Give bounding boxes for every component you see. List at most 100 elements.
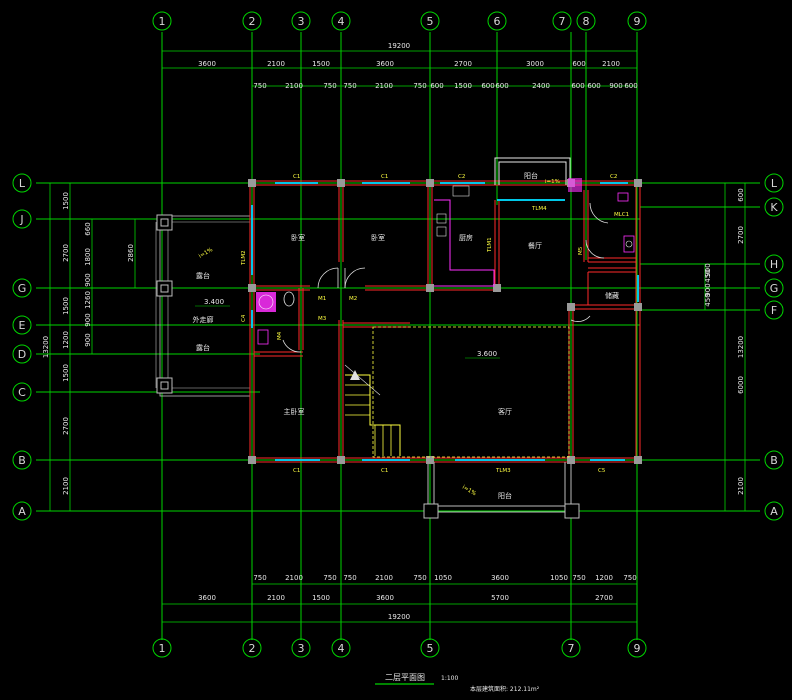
tag-m4: M4 bbox=[277, 331, 283, 340]
dim-bot2-0: 3600 bbox=[198, 594, 216, 602]
elevation-living: 3.600 bbox=[477, 350, 497, 358]
svg-text:9: 9 bbox=[634, 15, 641, 28]
row-bubble-right-F: F bbox=[764, 300, 784, 320]
room-terrace-bottom: 露台 bbox=[196, 343, 210, 352]
svg-text:3: 3 bbox=[298, 642, 305, 655]
dim-left-outer-4: 1500 bbox=[62, 364, 70, 382]
dim-top2-3: 3600 bbox=[376, 60, 394, 68]
dim-bot1-10: 1200 bbox=[595, 574, 613, 582]
dim-right-inner-3: 900 bbox=[704, 263, 712, 276]
row-bubble-left-J: J bbox=[12, 209, 32, 229]
svg-text:1: 1 bbox=[159, 15, 166, 28]
room-living: 客厅 bbox=[498, 407, 512, 416]
dim-bot1-4: 2100 bbox=[375, 574, 393, 582]
dim-bot1-0: 750 bbox=[253, 574, 266, 582]
svg-text:H: H bbox=[770, 258, 778, 271]
dim-left-inner-0: 660 bbox=[84, 222, 92, 235]
tag-c1c: C1 bbox=[293, 468, 300, 474]
bottom-dimensions: 19200 bbox=[162, 583, 637, 623]
structural-columns bbox=[248, 179, 642, 464]
svg-text:9: 9 bbox=[634, 642, 641, 655]
top-dimensions: 19200 bbox=[162, 42, 637, 87]
elevation-marks: 3.400 3.600 bbox=[195, 298, 500, 359]
tag-c1d: C1 bbox=[381, 468, 388, 474]
dim-bot1-2: 750 bbox=[323, 574, 336, 582]
room-master-bedroom: 主卧室 bbox=[284, 407, 305, 416]
dim-top3-2: 750 bbox=[323, 82, 336, 90]
dim-bot2-5: 2700 bbox=[595, 594, 613, 602]
dim-top2-0: 3600 bbox=[198, 60, 216, 68]
room-dining: 餐厅 bbox=[528, 241, 542, 250]
svg-text:A: A bbox=[770, 505, 778, 518]
dim-top3-9: 600 bbox=[495, 82, 508, 90]
dim-top3-4: 2100 bbox=[375, 82, 393, 90]
room-bedroom-1: 卧室 bbox=[291, 233, 305, 242]
svg-text:2: 2 bbox=[249, 642, 256, 655]
svg-text:7: 7 bbox=[568, 642, 575, 655]
dim-top-total: 19200 bbox=[388, 42, 410, 50]
svg-text:B: B bbox=[18, 454, 26, 467]
bottom-balcony bbox=[423, 462, 580, 519]
dim-bottom-total: 19200 bbox=[388, 613, 410, 621]
dim-left-outer-5: 2700 bbox=[62, 417, 70, 435]
column-bubble-bottom-7: 7 bbox=[561, 638, 581, 658]
dim-bot1-8: 1050 bbox=[550, 574, 568, 582]
tag-tlm2: TLM2 bbox=[241, 250, 247, 266]
drawing-title: 二层平面图 1:100 本层建筑面积: 212.11m² bbox=[375, 673, 540, 693]
dim-left-inner-3: 1260 bbox=[84, 291, 92, 309]
dim-top3-14: 600 bbox=[624, 82, 637, 90]
tag-c1b: C1 bbox=[381, 174, 388, 180]
dim-top2-6: 600 bbox=[572, 60, 585, 68]
svg-text:F: F bbox=[771, 304, 777, 317]
column-bubble-bottom-1: 1 bbox=[152, 638, 172, 658]
dim-top2-4: 2700 bbox=[454, 60, 472, 68]
tag-m2: M2 bbox=[349, 296, 357, 302]
dim-left-outer-6: 2100 bbox=[62, 477, 70, 495]
staircase bbox=[344, 364, 401, 456]
tag-tlm3: TLM3 bbox=[495, 468, 511, 474]
tag-m1: M1 bbox=[318, 296, 326, 302]
bathroom-fixtures bbox=[256, 178, 635, 345]
dim-right-outer-3: 2100 bbox=[737, 477, 745, 495]
dim-bot1-1: 2100 bbox=[285, 574, 303, 582]
dim-top3-3: 750 bbox=[343, 82, 356, 90]
column-bubble-top-7: 7 bbox=[552, 11, 572, 31]
dim-left-outer-1: 2700 bbox=[62, 244, 70, 262]
dim-right-outer-0: 600 bbox=[737, 188, 745, 201]
row-bubble-right-K: K bbox=[764, 197, 784, 217]
elevation-corridor: 3.400 bbox=[204, 298, 224, 306]
dim-top2-7: 2100 bbox=[602, 60, 620, 68]
row-bubble-right-H: H bbox=[764, 254, 784, 274]
dim-top3-8: 600 bbox=[481, 82, 494, 90]
tag-c1a: C1 bbox=[293, 174, 300, 180]
dim-top3-0: 750 bbox=[253, 82, 266, 90]
tag-c2b: C2 bbox=[610, 174, 617, 180]
left-dimensions: 13200 2860 bbox=[42, 183, 136, 511]
svg-text:D: D bbox=[18, 348, 26, 361]
dim-bot2-3: 3600 bbox=[376, 594, 394, 602]
row-bubble-right-G: G bbox=[764, 278, 784, 298]
opening-tags: C1 C1 C2 C2 C1 C1 TLM3 C5 TLM4 MLC1 TLM2… bbox=[241, 174, 629, 474]
room-balcony-top: 阳台 bbox=[524, 171, 538, 180]
dim-bot2-2: 1500 bbox=[312, 594, 330, 602]
dim-bot2-4: 5700 bbox=[491, 594, 509, 602]
dim-right-outer-2: 6000 bbox=[737, 376, 745, 394]
room-balcony-bottom: 阳台 bbox=[498, 491, 512, 500]
dim-bot1-7: 3600 bbox=[491, 574, 509, 582]
dim-right-inner-1: 900 bbox=[704, 283, 712, 296]
tag-mlc1: MLC1 bbox=[614, 212, 629, 218]
doors bbox=[282, 202, 609, 353]
row-bubble-left-E: E bbox=[12, 315, 32, 335]
tag-m5: M5 bbox=[578, 246, 584, 255]
dim-top3-1: 2100 bbox=[285, 82, 303, 90]
void-outline bbox=[372, 326, 570, 458]
dim-top3-5: 750 bbox=[413, 82, 426, 90]
row-bubble-left-D: D bbox=[12, 344, 32, 364]
svg-text:G: G bbox=[18, 282, 27, 295]
room-corridor: 外走廊 bbox=[193, 315, 214, 324]
